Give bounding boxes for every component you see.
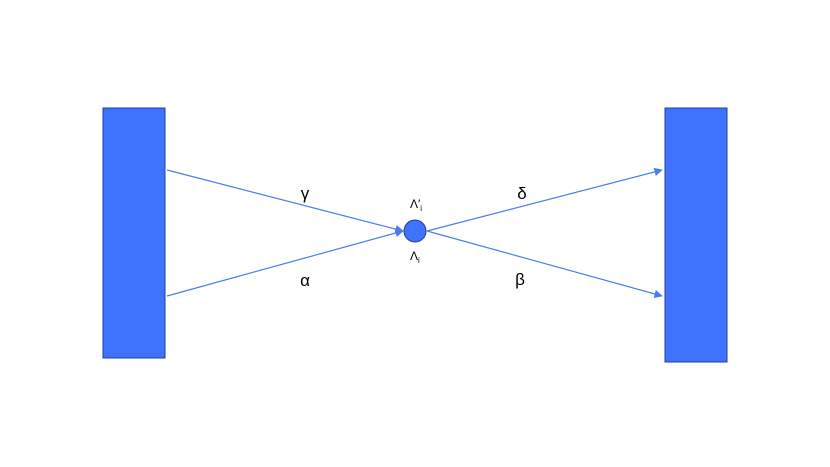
vertex-bottom-subscript: i xyxy=(418,256,420,265)
left-block xyxy=(102,107,166,359)
edge-beta xyxy=(426,230,663,299)
edge-label-beta: β xyxy=(515,270,525,289)
vertex-top-subscript: i xyxy=(420,204,422,213)
edge-alpha xyxy=(166,228,404,297)
edge-delta xyxy=(426,167,663,232)
vertex-node xyxy=(403,219,427,243)
vertex-bottom-main: Λ xyxy=(410,249,418,263)
vertex-bottom-label: Λi xyxy=(410,249,420,265)
edge-gamma xyxy=(166,169,404,234)
vertex-top-main: Λ′ xyxy=(410,197,421,211)
vertex-top-label: Λ′i xyxy=(410,197,422,213)
edge-label-delta: δ xyxy=(517,184,526,203)
edge-label-alpha: α xyxy=(300,271,310,290)
right-block xyxy=(664,107,728,363)
edge-label-gamma: γ xyxy=(301,184,310,203)
